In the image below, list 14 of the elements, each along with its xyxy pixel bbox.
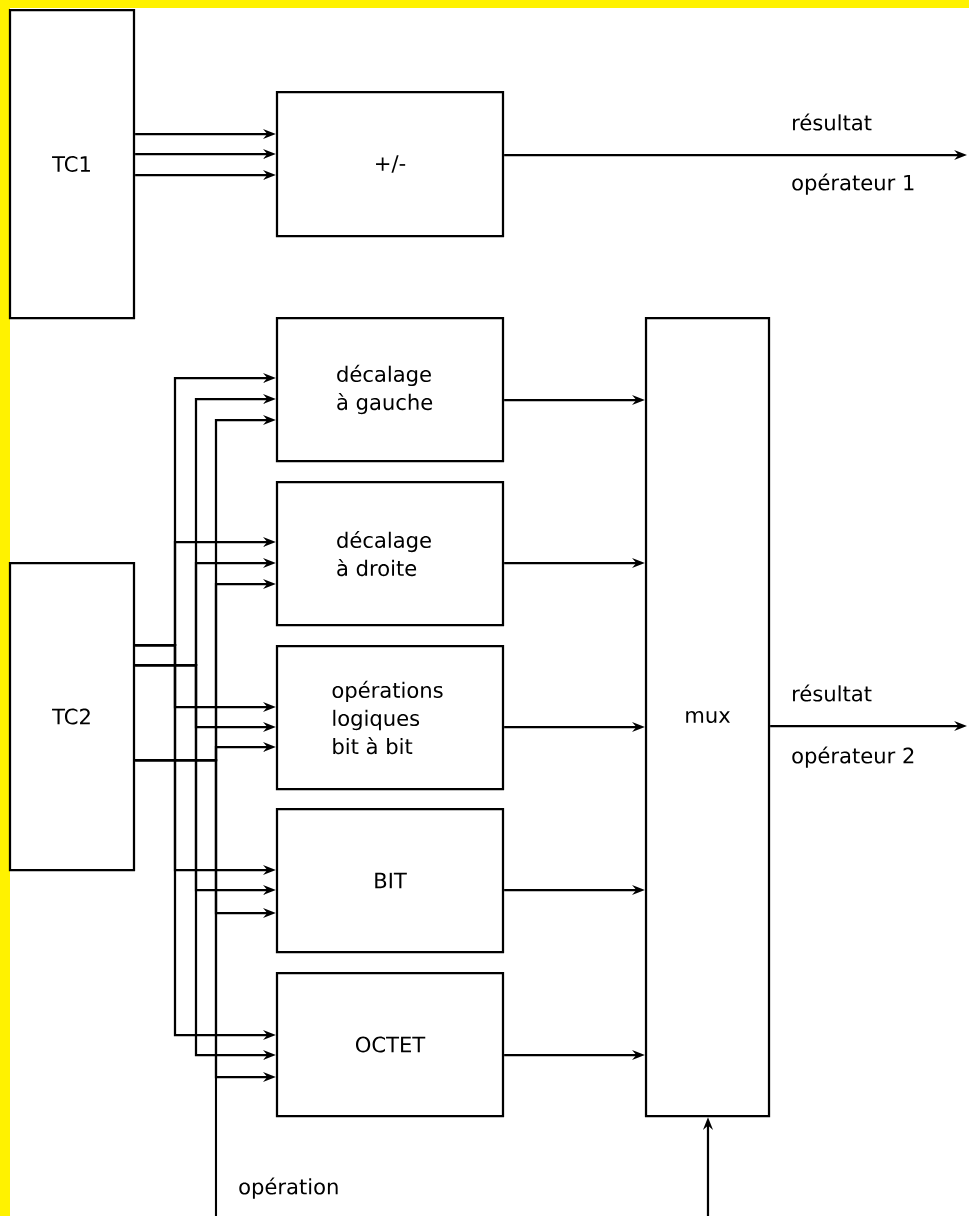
signal-label: opérateur 1 [792,173,914,195]
operator-box: OCTET [275,971,505,1118]
operator-box: décalage à droite [275,480,505,627]
signal-label: résultat [793,684,872,702]
signal-label: résultat [793,113,872,131]
operator-box: décalage à gauche [275,316,505,463]
signal-label: opération [239,1177,338,1199]
signal-label: opérateur 2 [792,746,914,768]
operator-box: opérations logiques bit à bit [275,644,505,791]
register-box: TC1 [8,8,136,320]
operator-box: BIT [275,807,505,954]
operator-box: +/- [275,90,505,238]
multiplexer-box: mux [644,316,771,1118]
register-box: TC2 [8,561,136,872]
